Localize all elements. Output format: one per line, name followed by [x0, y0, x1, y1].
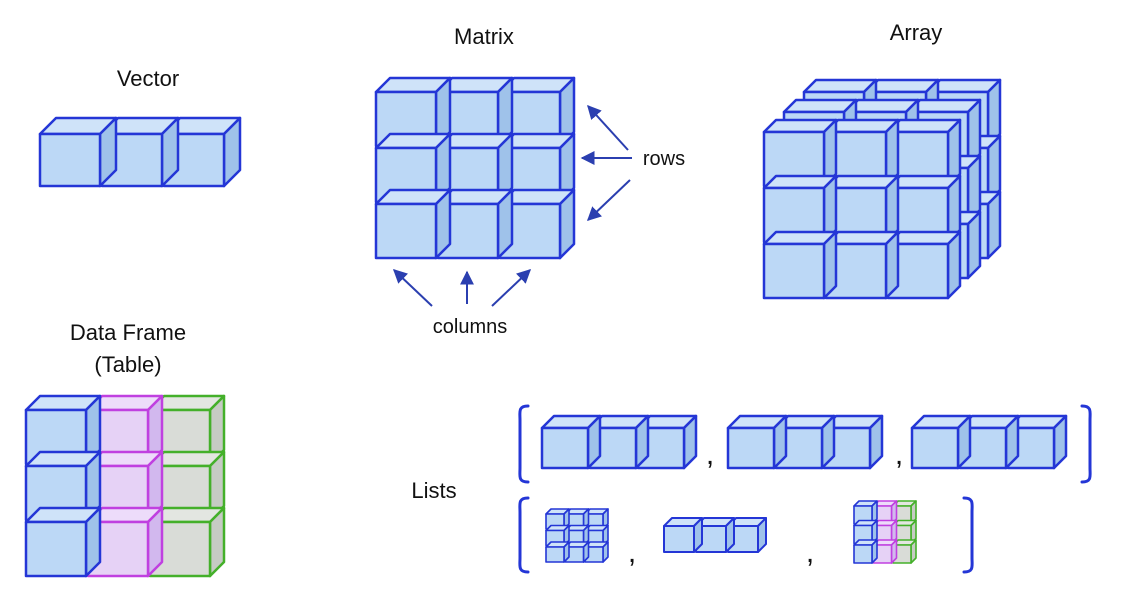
matrix-cube	[374, 188, 452, 260]
list-separator-comma: ,	[705, 438, 715, 471]
arrow	[587, 104, 629, 151]
arrow	[491, 269, 532, 307]
list-open-bracket	[518, 496, 530, 574]
list-matrix-cube	[545, 541, 570, 563]
list-data-frame-cube	[872, 519, 898, 545]
lists-label: Lists	[411, 478, 457, 503]
list-data-frame-cube	[853, 539, 878, 564]
arrow	[586, 179, 631, 221]
list-vector-cube	[726, 414, 788, 470]
list-data-frame-cube	[872, 539, 898, 564]
array-cube	[762, 118, 838, 188]
list-open-bracket	[518, 404, 530, 484]
matrix-label: Matrix	[454, 24, 514, 49]
array-label: Array	[889, 20, 943, 45]
vector-cube	[100, 116, 180, 188]
rows-label: rows	[642, 148, 686, 170]
list-close-bracket	[1080, 404, 1092, 484]
data-frame-label: Data Frame	[69, 320, 187, 345]
lists-items	[518, 404, 1092, 574]
vector-cubes	[38, 116, 242, 188]
data-frame-subtitle: (Table)	[94, 352, 162, 377]
list-data-frame-cube	[853, 519, 878, 545]
list-matrix-cube	[584, 541, 609, 563]
list-data-frame-cube	[892, 500, 917, 525]
list-vector-cube	[910, 414, 972, 470]
list-close-bracket	[962, 496, 974, 574]
vector-cube	[38, 116, 118, 188]
array-cubes	[762, 78, 1002, 300]
list-separator-comma: ,	[894, 438, 904, 471]
array-cube	[824, 230, 900, 300]
vector-label: Vector	[116, 66, 180, 91]
list-matrix-cube	[564, 541, 590, 563]
data-frame-cube	[24, 506, 102, 578]
matrix-arrows	[392, 104, 632, 307]
matrix-cubes	[374, 76, 576, 260]
list-vector-cube	[540, 414, 602, 470]
columns-label: columns	[432, 316, 508, 338]
list-separator-comma: ,	[627, 536, 637, 569]
list-separator-comma: ,	[805, 536, 815, 569]
arrow	[392, 269, 433, 307]
array-cube	[762, 230, 838, 300]
list-small-vector-cube	[663, 517, 703, 553]
data-frame-cubes	[24, 394, 226, 578]
